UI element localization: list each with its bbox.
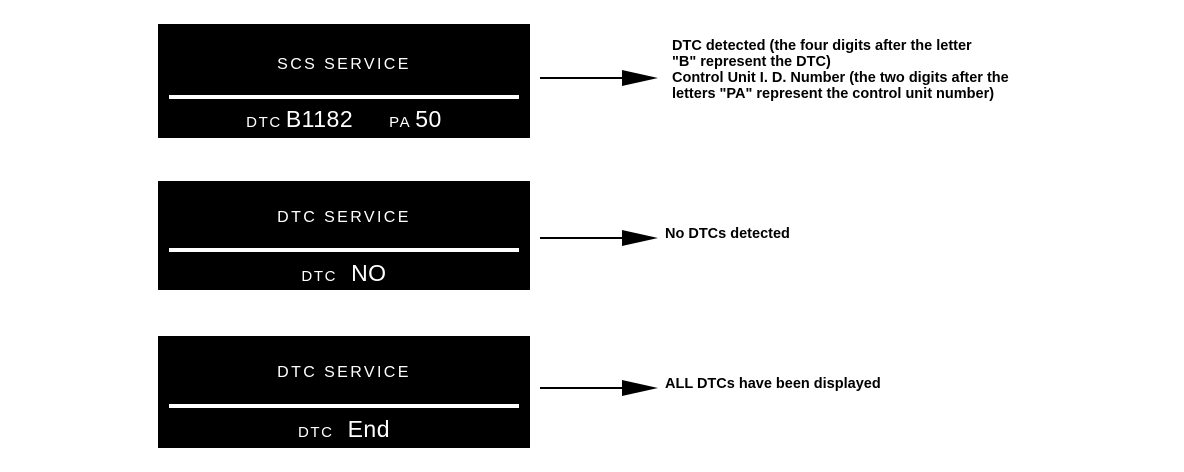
lcd-title: SCS SERVICE (277, 56, 411, 73)
lcd-readout-row: DTC B1182 PA 50 (158, 106, 530, 133)
dtc-status-value: End (347, 416, 391, 442)
lcd-title: DTC SERVICE (277, 209, 411, 226)
lcd-display-scs-service: SCS SERVICE DTC B1182 PA 50 (158, 24, 530, 138)
annotation-scs-service: DTC detected (the four digits after the … (672, 38, 1009, 102)
annotation-dtc-end: ALL DTCs have been displayed (665, 376, 881, 392)
dtc-code-value: B1182 (285, 106, 354, 132)
pa-label: PA (389, 114, 412, 131)
dtc-label: DTC (301, 268, 338, 285)
lcd-display-dtc-no: DTC SERVICE DTC NO (158, 181, 530, 290)
dtc-status-value: NO (351, 260, 387, 286)
callout-arrow-3 (540, 378, 658, 398)
lcd-separator-rule (169, 404, 519, 408)
lcd-readout-row: DTC NO (158, 260, 530, 287)
callout-arrow-1 (540, 68, 658, 88)
lcd-display-dtc-end: DTC SERVICE DTC End (158, 336, 530, 448)
lcd-separator-rule (169, 95, 519, 99)
dtc-label: DTC (297, 424, 334, 441)
lcd-separator-rule (169, 248, 519, 252)
lcd-readout-row: DTC End (158, 416, 530, 443)
control-unit-id-value: 50 (415, 106, 442, 132)
lcd-title: DTC SERVICE (277, 364, 411, 381)
annotation-dtc-no: No DTCs detected (665, 226, 790, 242)
dtc-label: DTC (246, 114, 282, 131)
callout-arrow-2 (540, 228, 658, 248)
